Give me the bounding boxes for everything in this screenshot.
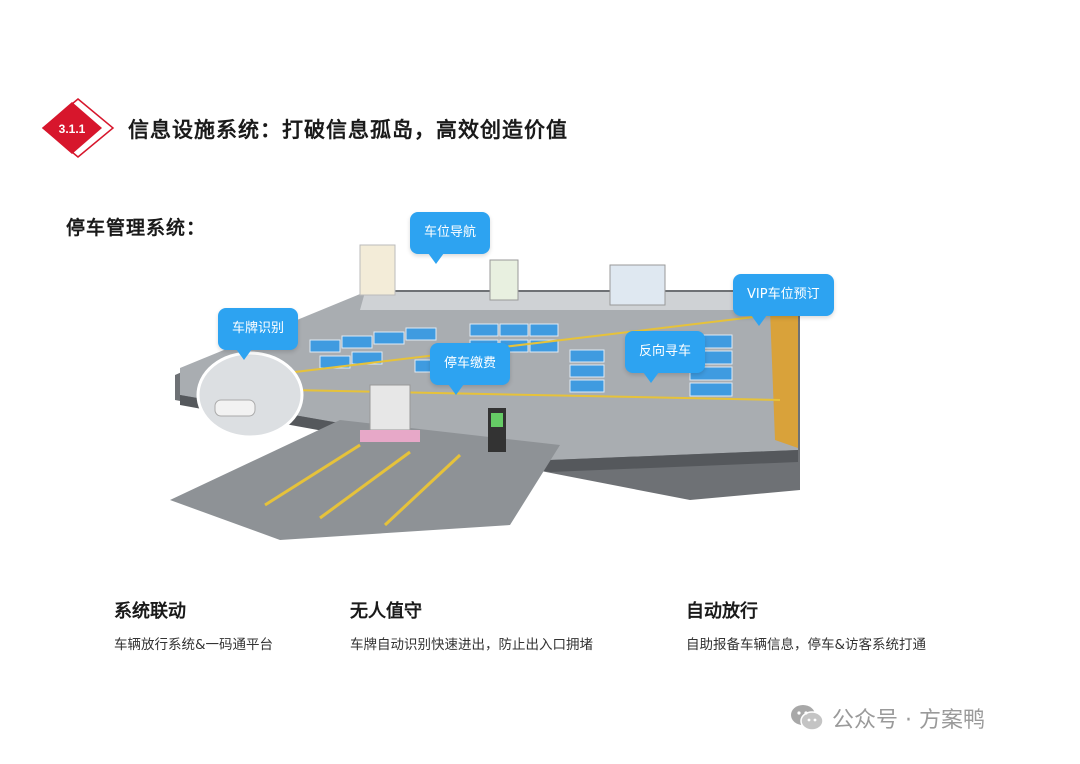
section-badge: 3.1.1	[41, 98, 115, 158]
feature-desc: 车牌自动识别快速进出，防止出入口拥堵	[350, 637, 593, 653]
callout-reverse-car-search: 反向寻车	[625, 331, 706, 383]
watermark-text: 公众号 · 方案鸭	[832, 708, 985, 733]
watermark: 公众号 · 方案鸭	[790, 702, 985, 734]
section-title: 信息设施系统：打破信息孤岛，高效创造价值	[128, 118, 568, 142]
sub-heading: 停车管理系统：	[66, 217, 207, 239]
feature-system-linkage: 系统联动 车辆放行系统&一码通平台	[114, 597, 273, 653]
feature-title: 系统联动	[114, 601, 186, 622]
callout-space-navigation: 车位导航	[410, 212, 491, 264]
callout-parking-payment: 停车缴费	[430, 343, 511, 395]
wechat-icon	[791, 705, 824, 731]
feature-title: 自动放行	[686, 601, 758, 622]
callout-vip-reservation: VIP车位预订	[733, 274, 834, 326]
callout-plate-recognition: 车牌识别	[218, 308, 299, 360]
feature-desc: 自助报备车辆信息，停车&访客系统打通	[686, 637, 927, 653]
feature-desc: 车辆放行系统&一码通平台	[114, 637, 274, 653]
feature-title: 无人值守	[350, 601, 422, 622]
feature-auto-release: 自动放行 自助报备车辆信息，停车&访客系统打通	[686, 597, 926, 653]
section-number: 3.1.1	[59, 122, 86, 136]
feature-unattended: 无人值守 车牌自动识别快速进出，防止出入口拥堵	[350, 597, 593, 653]
